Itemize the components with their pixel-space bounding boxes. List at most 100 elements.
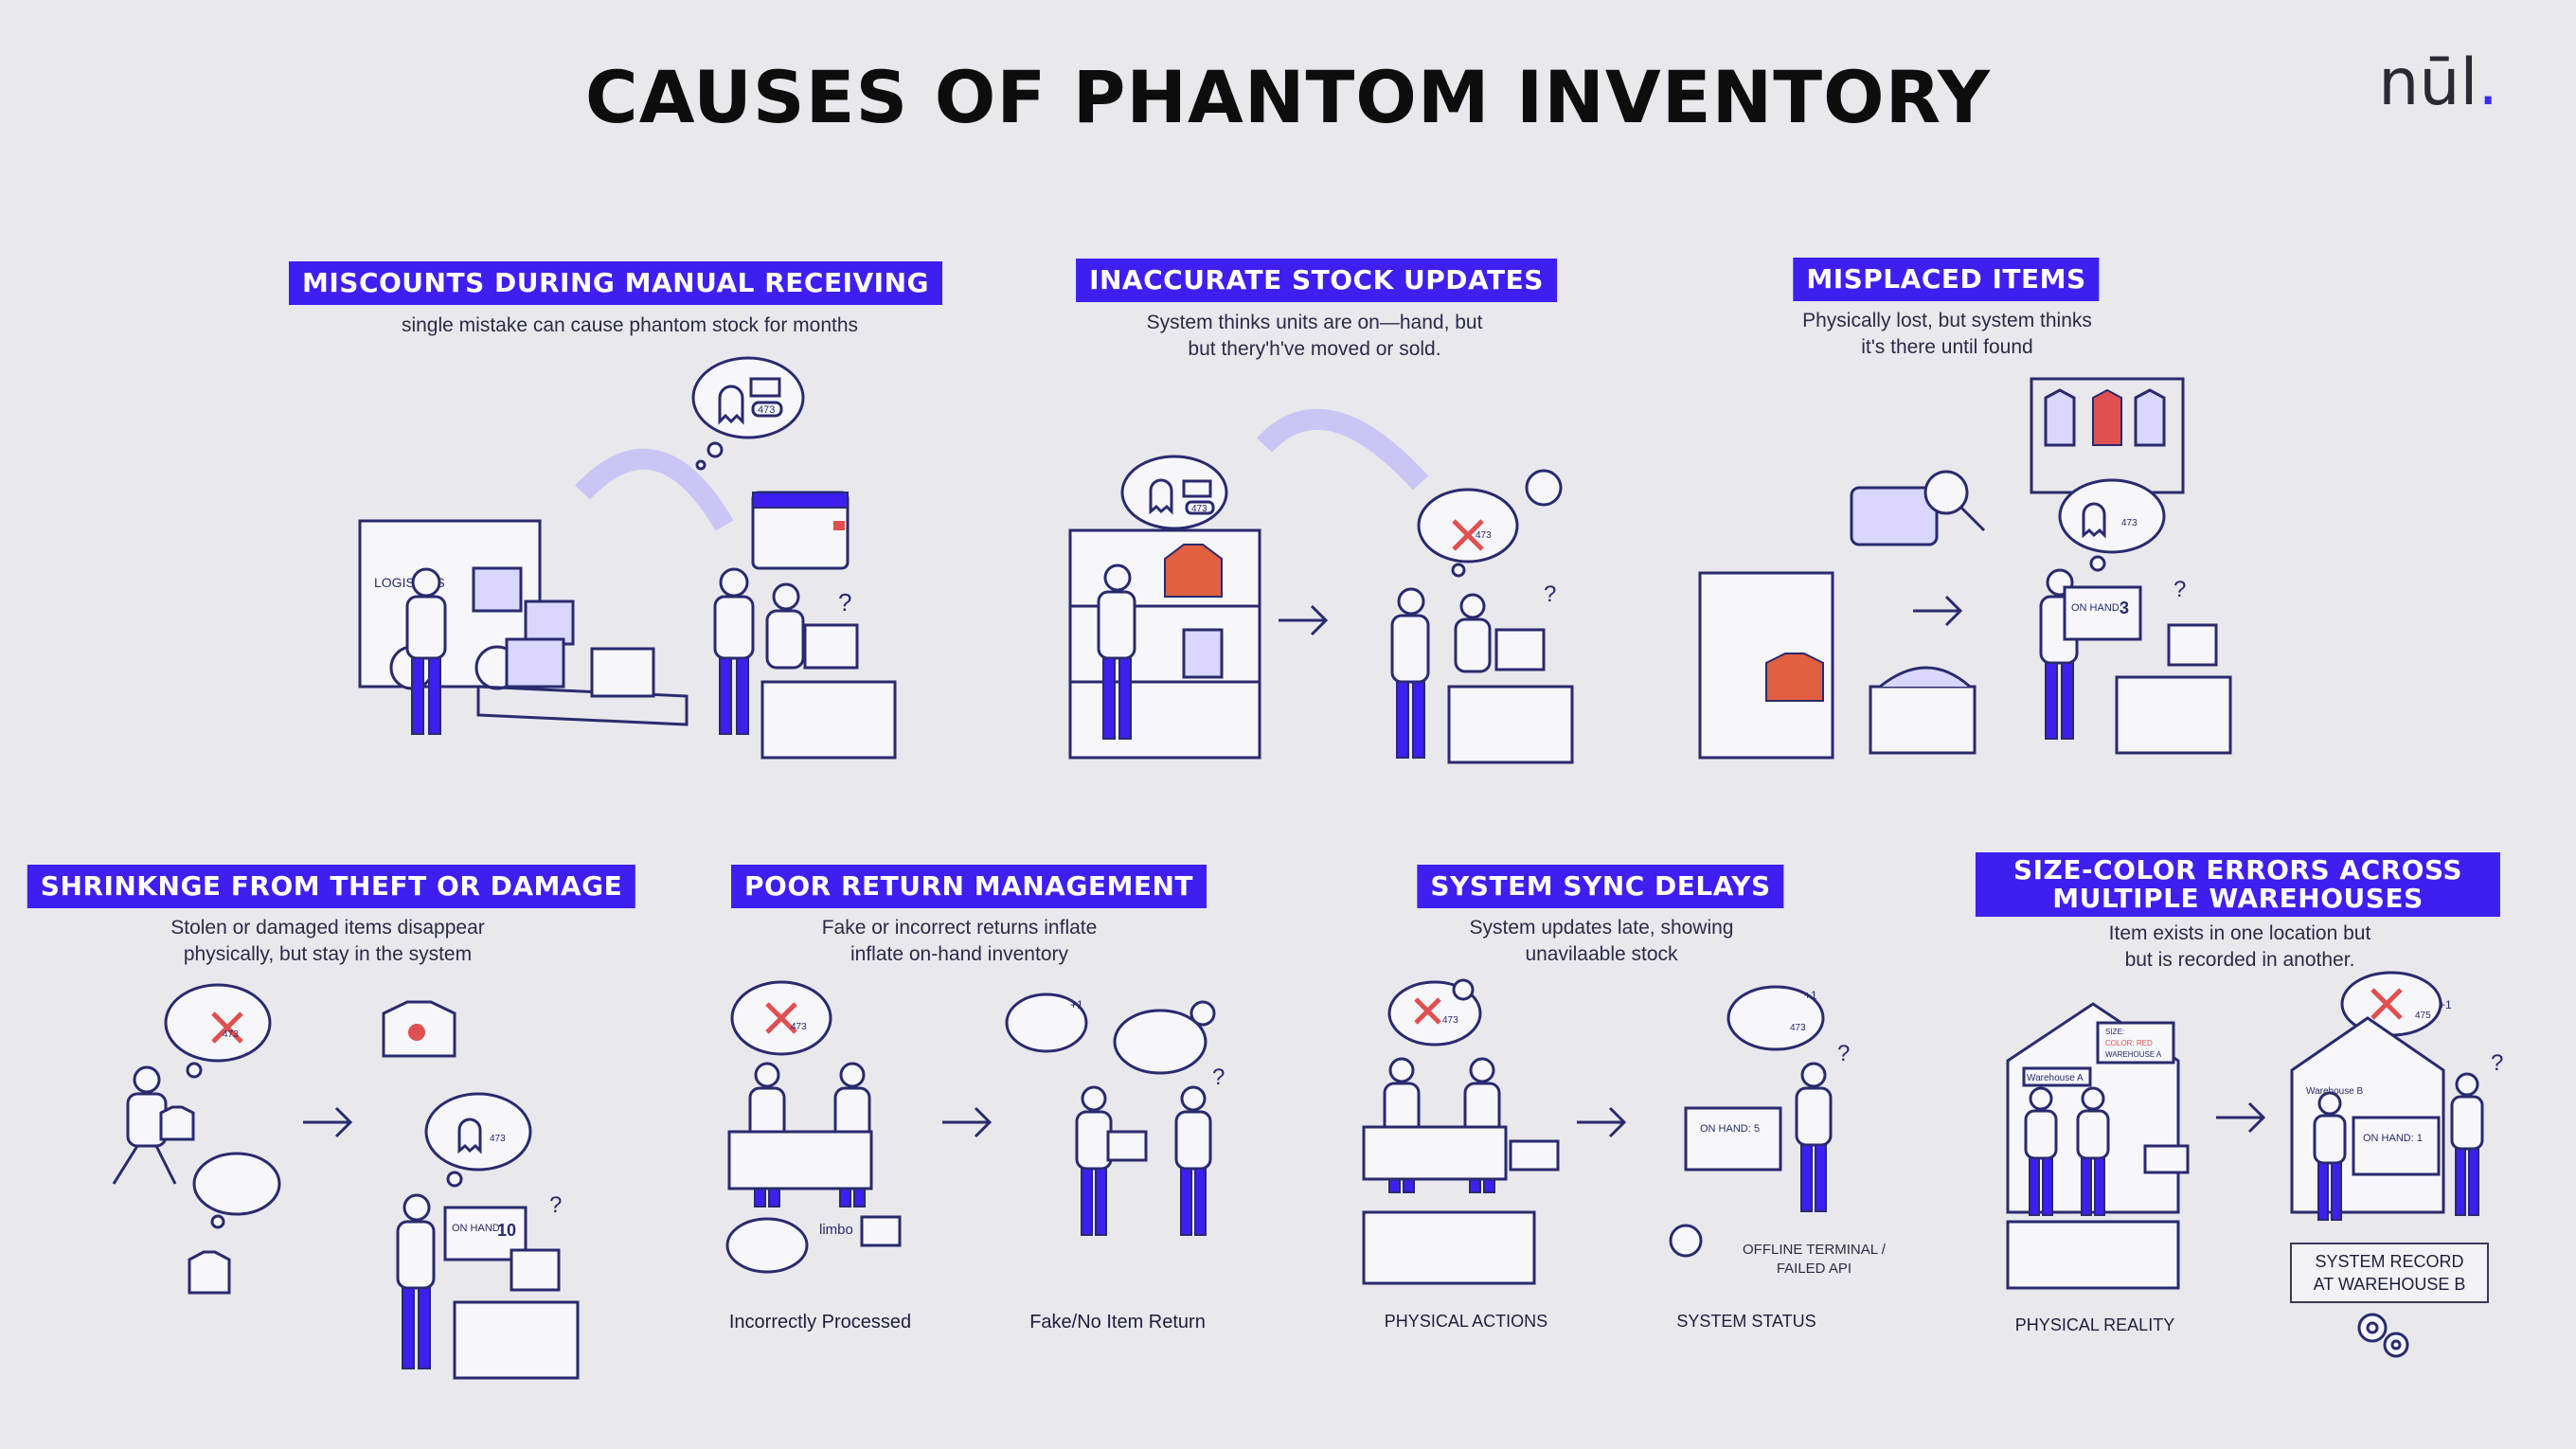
- panel-heading-returns: POOR RETURN MANAGEMENT: [731, 865, 1207, 908]
- limbo-label: limbo: [819, 1222, 853, 1238]
- thought-bubble: 473: [730, 980, 832, 1056]
- monitor-icon: [2167, 623, 2218, 667]
- thought-bubble: 473: [164, 983, 272, 1079]
- error-x-icon: [1414, 997, 1441, 1025]
- monitor-screen: [443, 1206, 528, 1261]
- svg-text:?: ?: [2491, 1050, 2503, 1076]
- desk-icon: [760, 680, 897, 760]
- on-hand-value: 10: [497, 1221, 516, 1240]
- brand-logo: nūl.: [2378, 45, 2498, 120]
- caption-system-status: SYSTEM STATUS: [1676, 1312, 1816, 1331]
- svg-text:SIZE:: SIZE:: [2105, 1028, 2124, 1036]
- warehouse-a-label: Warehouse A: [2027, 1073, 2084, 1083]
- panel-heading-inaccurate: INACCURATE STOCK UPDATES: [1076, 259, 1557, 302]
- on-hand-readout: ON HAND: 1: [2363, 1133, 2423, 1144]
- right-arrow: [1279, 604, 1329, 636]
- monitor-screen: [2063, 585, 2142, 641]
- thought-bubble: 473: [1417, 469, 1563, 578]
- worker-figure: [1390, 587, 1430, 759]
- delivery-truck-icon: [2143, 1144, 2190, 1174]
- sku-badge: 473: [758, 404, 775, 416]
- svg-text:?: ?: [1212, 1064, 1225, 1090]
- svg-text:?: ?: [2174, 577, 2186, 602]
- sku-badge: 473: [1191, 504, 1208, 514]
- clock-icon: [1452, 978, 1475, 1001]
- box-icon: [860, 1215, 902, 1247]
- caption-physical-reality: PHYSICAL REALITY: [2014, 1315, 2175, 1334]
- warehouse-b-label: Warehouse B: [2306, 1086, 2364, 1097]
- sku-badge: 473: [2121, 518, 2138, 528]
- on-hand-label: ON HAND:: [452, 1223, 503, 1234]
- svg-text:473: 473: [1476, 530, 1492, 541]
- thought-bubble: 473: [691, 356, 805, 471]
- right-arrow: [2216, 1101, 2266, 1134]
- desk-icon: [1447, 685, 1574, 764]
- worker-figure: [2076, 1086, 2110, 1216]
- sku-badge: 473: [791, 1022, 807, 1032]
- worker-figure: [2024, 1086, 2058, 1216]
- gear-icon: [2357, 1313, 2409, 1358]
- plus-one-badge: +1: [1804, 989, 1817, 1002]
- worker-figure: [1174, 1085, 1212, 1236]
- plus-one-badge: +1: [1070, 998, 1083, 1011]
- panel-heading-miscounts: MISCOUNTS DURING MANUAL RECEIVING: [289, 261, 942, 305]
- counter-icon: [727, 1130, 873, 1190]
- miscounts-illustration: 473 LOGISTICS ?: [358, 356, 897, 760]
- thought-bubble: +1: [1005, 993, 1088, 1053]
- worker-figure: [2313, 1091, 2347, 1221]
- size-color-illustration: Warehouse A SIZE: COLOR: RED WAREHOUSE A…: [2006, 971, 2503, 1290]
- thought-bubble: [188, 1152, 281, 1295]
- error-x-icon: [2370, 988, 2403, 1020]
- flow-arrow: [1256, 408, 1429, 491]
- clock-icon: [1525, 469, 1563, 507]
- inaccurate-illustration: 473 473 ?: [1068, 408, 1574, 764]
- sync-illustration: 473 +1 473 ON HAND: 5 ?: [1362, 978, 1850, 1285]
- worker-figure: [396, 1193, 436, 1369]
- panel-heading-misplaced: MISPLACED ITEMS: [1793, 258, 2100, 301]
- right-arrow: [303, 1106, 353, 1138]
- thief-figure: [112, 1065, 195, 1185]
- right-arrow: [1913, 595, 1963, 627]
- svg-text:?: ?: [1544, 581, 1556, 607]
- svg-text:473: 473: [490, 1134, 506, 1144]
- plus-one-badge: +1: [2439, 998, 2452, 1011]
- worker-figure: [2450, 1072, 2484, 1216]
- on-hand-label: ON HAND:: [2071, 602, 2122, 614]
- on-hand-value: 3: [2120, 599, 2129, 617]
- caption-physical-actions: PHYSICAL ACTIONS: [1384, 1312, 1548, 1331]
- delivery-truck-icon: [1509, 1139, 1560, 1172]
- svg-text:473: 473: [1790, 1023, 1806, 1033]
- caption-incorrectly-processed: Incorrectly Processed: [728, 1312, 912, 1333]
- worker-figure: [2039, 568, 2079, 740]
- caption-fake-return: Fake/No Item Return: [1029, 1312, 1206, 1333]
- check-icon: [1190, 1000, 1216, 1027]
- shrinkage-illustration: 473 473 ON HAND: 10 ?: [112, 983, 580, 1380]
- worker-figure: [765, 582, 805, 670]
- monitor-screen: [1684, 1106, 1782, 1172]
- svg-text:?: ?: [549, 1192, 562, 1218]
- svg-text:WAREHOUSE A: WAREHOUSE A: [2105, 1050, 2162, 1059]
- counter-icon: [1362, 1125, 1508, 1181]
- misplaced-illustration: 473 ON HAND: 3 ?: [1698, 377, 2232, 760]
- desk-icon: [2115, 675, 2232, 755]
- worker-figure: [1795, 1062, 1833, 1212]
- right-arrow: [942, 1106, 993, 1138]
- thought-bubble: 473: [424, 1092, 532, 1188]
- limbo-bubble: [725, 1217, 809, 1274]
- right-arrow: [1577, 1106, 1627, 1138]
- worker-figure: [1454, 593, 1492, 673]
- monitor-icon: [510, 1248, 561, 1292]
- magnifier-icon: [1923, 470, 1969, 515]
- monitor-icon: [1494, 628, 1546, 671]
- svg-text:?: ?: [1837, 1041, 1850, 1066]
- warehouse-shelf-icon: [2006, 1220, 2180, 1290]
- flow-arrow: [574, 448, 734, 531]
- thought-bubble: +1 473: [1726, 985, 1825, 1051]
- thought-bubble: [1113, 1000, 1216, 1075]
